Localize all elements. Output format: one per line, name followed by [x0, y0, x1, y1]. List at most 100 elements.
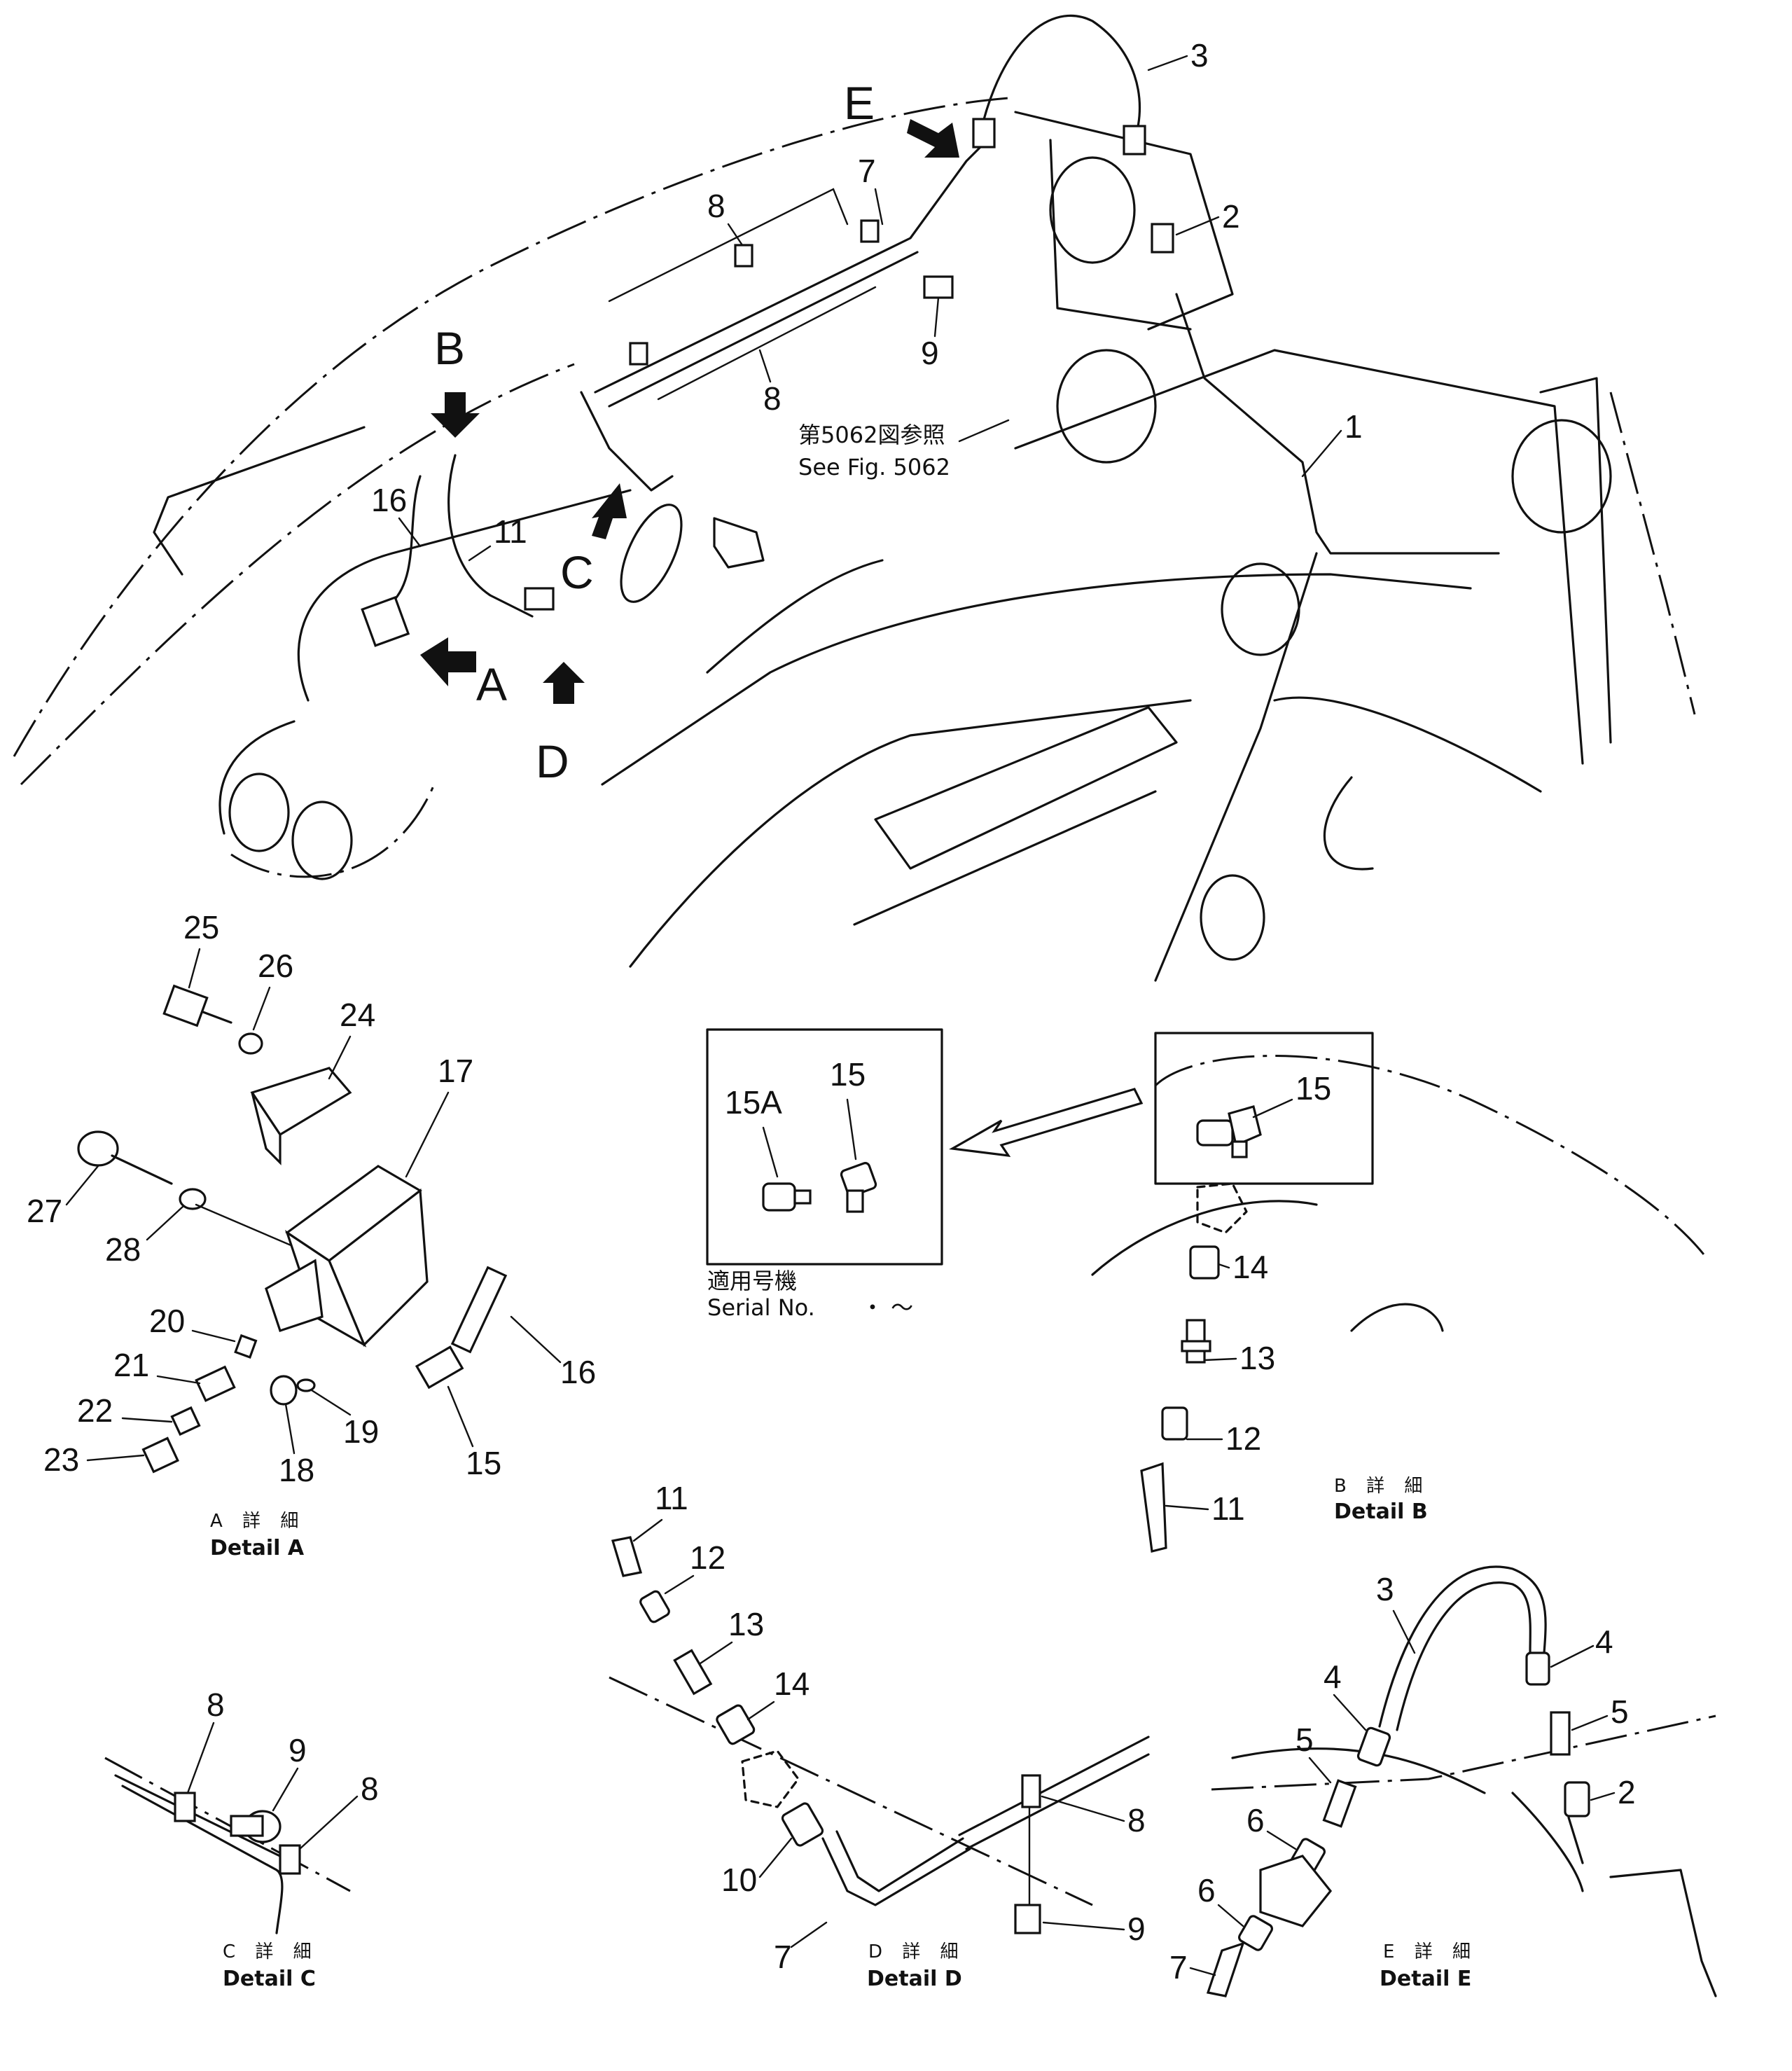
- view-label-b: B: [434, 322, 465, 374]
- pipe-run-11: [447, 454, 534, 618]
- view-label-e: E: [844, 77, 875, 129]
- arm-outline-dash: [230, 784, 436, 878]
- label-14-detail-d: 14: [774, 1665, 810, 1702]
- leader-23: [86, 1454, 145, 1462]
- detail-a-caption-jp: A 詳 細: [210, 1511, 305, 1532]
- detail-c-caption-en: Detail C: [223, 1967, 316, 1991]
- elbow-15-serial-stem: [846, 1189, 864, 1213]
- detail-e-caption-en: Detail E: [1380, 1967, 1471, 1991]
- label-9-detail-c: 9: [289, 1732, 307, 1768]
- leader-9-main: [933, 296, 940, 338]
- clamp-8-b: [860, 219, 880, 243]
- label-8-detail-c-2: 8: [361, 1771, 379, 1807]
- pipe-c-upper: [114, 1774, 296, 1864]
- label-10: 10: [721, 1862, 757, 1898]
- pipe-7-detail-e: [1206, 1941, 1245, 1997]
- detail-e-ramp: [1511, 1792, 1584, 1892]
- clamp-bracket-top: [608, 188, 849, 303]
- boom-body-lower: [629, 699, 1192, 968]
- leader-19: [310, 1389, 352, 1416]
- leader-25: [188, 948, 201, 989]
- nut-12-detail-b: [1161, 1406, 1188, 1441]
- leader-14-detail-d: [746, 1701, 775, 1721]
- elbow-15-detail-a: [415, 1345, 464, 1390]
- label-6-lower: 6: [1197, 1872, 1216, 1909]
- label-13-detail-b: 13: [1239, 1340, 1275, 1376]
- leader-1-main: [1301, 429, 1342, 478]
- washer-26: [238, 1032, 263, 1055]
- detail-d-caption-jp: D 詳 細: [868, 1941, 966, 1962]
- label-3-detail-e: 3: [1376, 1571, 1394, 1607]
- leader-15-detail-a: [447, 1385, 474, 1448]
- bolt-27-head: [77, 1130, 119, 1167]
- bracket-24-side: [251, 1092, 282, 1165]
- label-9-main: 9: [921, 335, 939, 371]
- fitting-d-main: [524, 587, 555, 611]
- cylinder-outline-dash: [1609, 392, 1696, 715]
- boom-foot-plate: [1049, 139, 1192, 331]
- label-16-detail-a: 16: [560, 1354, 596, 1390]
- view-label-a: A: [476, 658, 507, 710]
- leader-6-upper: [1266, 1830, 1297, 1850]
- leader-8-detail-c-1: [186, 1722, 215, 1794]
- serial-label-en: Serial No.: [707, 1294, 815, 1321]
- leader-11-detail-b: [1165, 1504, 1209, 1511]
- leader-7-detail-e: [1189, 1967, 1216, 1976]
- bolt-28-line: [195, 1203, 296, 1248]
- leader-21: [156, 1375, 201, 1385]
- arm-pin-right: [291, 801, 353, 880]
- leader-6-lower: [1217, 1904, 1244, 1927]
- label-15-serial: 15: [830, 1056, 866, 1093]
- fitting-2-main: [1151, 223, 1174, 254]
- leader-16-main: [398, 517, 422, 548]
- detail-d: 11 12 13 14 10 7 8 9 D 詳 細 Detail D: [609, 1480, 1150, 1991]
- leader-4-left: [1333, 1693, 1367, 1731]
- leader-15-serial: [846, 1098, 857, 1161]
- detail-d-caption-en: Detail D: [867, 1967, 962, 1991]
- label-1-main: 1: [1345, 408, 1363, 445]
- label-18: 18: [279, 1452, 314, 1488]
- pipe-run-7: [580, 391, 674, 492]
- clamp-8-c1: [174, 1792, 196, 1822]
- leader-4-right: [1550, 1644, 1595, 1668]
- cap-23: [141, 1436, 179, 1474]
- label-23: 23: [43, 1441, 79, 1478]
- leader-2-detail-e: [1590, 1792, 1616, 1801]
- oring-19: [296, 1378, 316, 1392]
- block-c-main: [713, 517, 765, 569]
- leader-3-detail-e: [1392, 1609, 1416, 1654]
- label-6-upper: 6: [1246, 1802, 1265, 1838]
- pipe-d-upper: [958, 1736, 1150, 1836]
- pipe-c-lower: [121, 1785, 284, 1934]
- label-11-detail-b: 11: [1211, 1490, 1245, 1527]
- view-label-d: D: [536, 735, 569, 787]
- clamp-8-a: [734, 244, 753, 268]
- label-9-detail-d: 9: [1127, 1911, 1146, 1947]
- hose-3: [979, 14, 1141, 141]
- leader-11-detail-d: [632, 1518, 663, 1542]
- label-7-detail-e: 7: [1169, 1949, 1188, 1986]
- plug-20: [234, 1334, 258, 1359]
- nut-4-right: [1525, 1651, 1550, 1686]
- detail-b-outline-lower: [1091, 1200, 1318, 1276]
- boom-panel: [874, 706, 1178, 870]
- leader-27: [65, 1165, 99, 1206]
- leader-13-detail-b: [1203, 1357, 1237, 1362]
- pipe-7-detail-d: [821, 1837, 971, 1906]
- label-25: 25: [183, 909, 219, 946]
- arm-top-edge: [297, 489, 632, 702]
- pipe-7-upper: [594, 146, 982, 394]
- nut-22: [170, 1406, 201, 1436]
- boom-panel-line: [853, 790, 1157, 926]
- frame-hole: [1323, 776, 1374, 871]
- leader-3-main: [1147, 55, 1188, 71]
- label-2-detail-e: 2: [1618, 1774, 1636, 1810]
- label-5-left: 5: [1296, 1722, 1314, 1758]
- bolt-9-detail-d: [1014, 1904, 1041, 1934]
- elbow-15-detail-b-head: [1228, 1105, 1262, 1147]
- boom-outline-lower: [20, 363, 575, 786]
- leader-5-left: [1308, 1757, 1332, 1784]
- nut-18: [270, 1375, 298, 1406]
- boom-pin-upper: [1056, 349, 1157, 464]
- clamp-bracket-bottom: [657, 286, 877, 401]
